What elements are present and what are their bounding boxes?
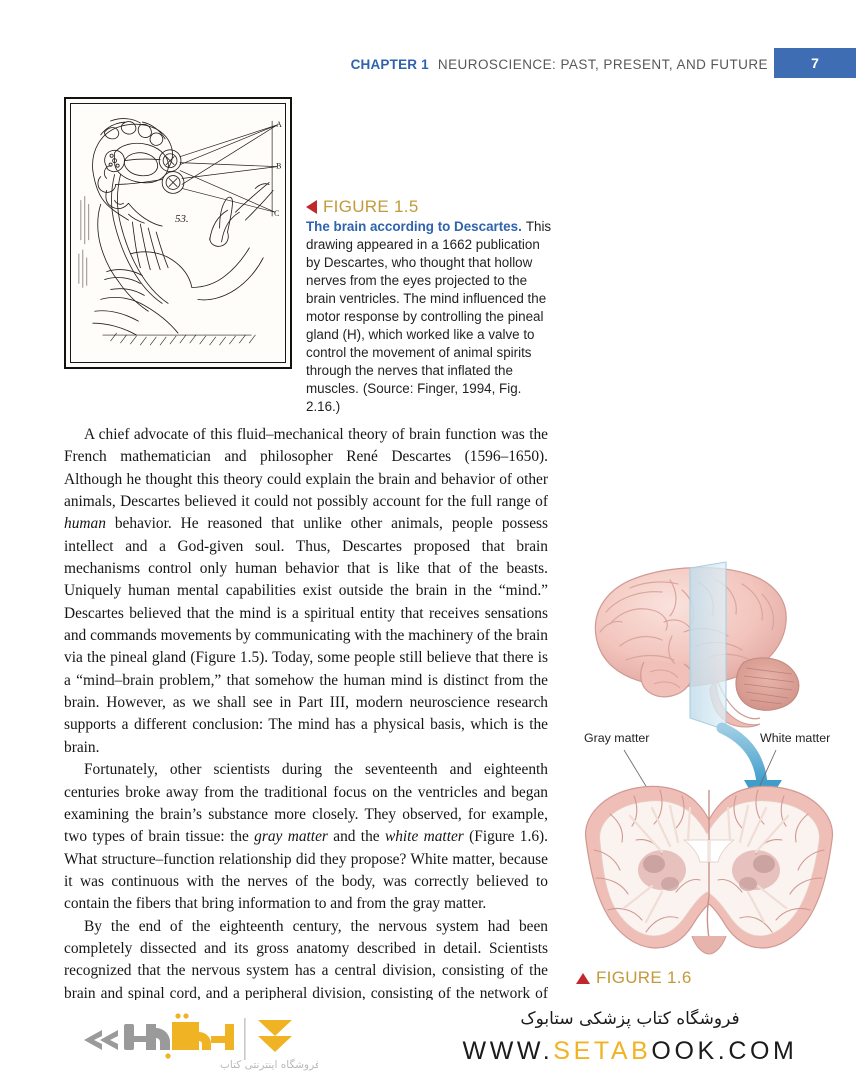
setabook-logo[interactable]: فروشگاه اینترنتی کتاب [68,1006,318,1074]
label-white-matter: White matter [760,731,830,745]
running-head-chapter-label: CHAPTER 1 [350,56,429,72]
figure-1-6-artwork: Gray matter White matter [566,540,856,968]
running-head-title: NEUROSCIENCE: PAST, PRESENT, AND FUTURE [437,56,768,72]
lateral-brain-view [594,561,800,731]
promo-website-url[interactable]: WWW.SETABOOK.COM [430,1034,830,1068]
textbook-page: CHAPTER 1 NEUROSCIENCE: PAST, PRESENT, A… [0,48,856,1000]
url-part-www: WWW. [462,1037,554,1065]
figure-1-5-body: This drawing appeared in a 1662 publicat… [306,219,552,396]
italic-human: human [64,515,106,533]
figure-1-5-source: (Source: Finger, 1994, Fig. 2.16.) [306,381,522,414]
promo-banner: فروشگاه اینترنتی کتاب فروشگاه کتاب پزشکی… [0,1000,856,1079]
italic-gray-matter: gray matter [254,828,328,846]
url-part-seta: SETA [553,1037,632,1065]
logo-wordmark-shapes [84,1013,292,1060]
promo-persian-tagline: فروشگاه کتاب پزشکی ستابوک [520,1009,740,1029]
gray-matter-label-group: Gray matter [584,731,653,797]
woodcut-label-c: C [274,209,279,218]
descartes-woodcut-drawing: 53. A B C [71,105,285,361]
body-text-column: A chief advocate of this fluid–mechanica… [64,424,548,1000]
page-number-badge: 7 [774,48,856,78]
italic-white-matter: white matter [384,828,464,846]
woodcut-plate-number: 53. [175,213,189,225]
paragraph-2: Fortunately, other scientists during the… [64,761,548,913]
figure-1-5-caption: FIGURE 1.5 The brain according to Descar… [306,197,554,416]
figure-1-6: Gray matter White matter [566,540,856,1000]
promo-text-block: فروشگاه کتاب پزشکی ستابوک WWW.SETABOOK.C… [430,1004,830,1068]
running-head: CHAPTER 1 NEUROSCIENCE: PAST, PRESENT, A… [0,50,856,78]
woodcut-label-a: A [276,120,282,129]
coronal-brain-section [584,785,834,955]
coronal-section-plane [689,561,727,731]
triangle-up-icon [576,972,590,984]
figure-1-6-number: FIGURE 1.6 [596,968,692,987]
descartes-woodcut-illustration: 53. A B C [64,97,292,369]
logo-subtitle: فروشگاه اینترنتی کتاب [220,1058,318,1071]
page-number: 7 [811,55,819,71]
woodcut-label-b: B [276,162,281,171]
figure-1-5-title: The brain according to Descartes. [306,219,522,234]
triangle-left-icon [306,200,317,214]
figure-1-5-number: FIGURE 1.5 [323,197,419,216]
url-part-ookcom: OOK.COM [651,1037,798,1065]
label-gray-matter: Gray matter [584,731,649,745]
url-part-b: B [631,1037,652,1065]
figure-1-5-text: The brain according to Descartes. This d… [306,218,554,416]
paragraph-1: A chief advocate of this fluid–mechanica… [64,426,548,756]
paragraph-3: By the end of the eighteenth century, th… [64,917,548,1000]
figure-1-6-caption: FIGURE 1.6 [576,968,692,988]
